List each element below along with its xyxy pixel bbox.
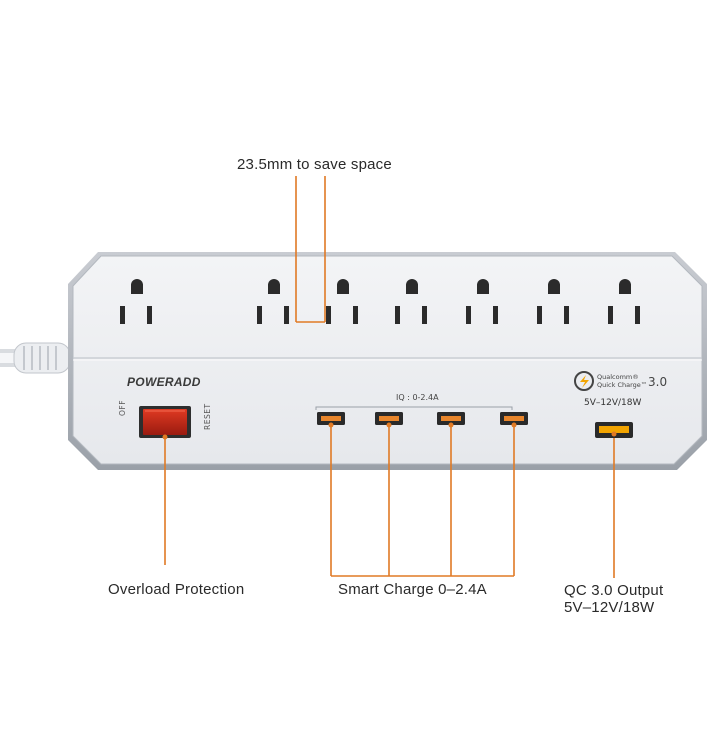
usb-port <box>437 412 465 425</box>
qc-usb-port <box>595 422 633 438</box>
ac-outlet <box>395 279 427 324</box>
qc-version-label: 3.0 <box>648 375 668 389</box>
power-cord <box>0 342 71 374</box>
usb-port <box>317 412 345 425</box>
power-switch <box>139 406 191 438</box>
ac-outlet <box>537 279 569 324</box>
spacing-callout-text: 23.5mm to save space <box>237 156 392 173</box>
usb-group-bracket <box>315 406 513 410</box>
brand-logo: POWERADD <box>127 375 201 389</box>
ac-outlet <box>608 279 640 324</box>
qc-brand-label: Qualcomm® Quick Charge™ <box>597 373 648 389</box>
usb-port <box>375 412 403 425</box>
qc-output-spec: 5V–12V/18W <box>564 599 655 616</box>
ac-outlet <box>120 279 152 324</box>
callout-lines <box>164 425 615 578</box>
smart-charge-label: Smart Charge 0–2.4A <box>338 581 487 598</box>
usb-port <box>500 412 528 425</box>
quick-charge-logo-icon <box>574 371 594 391</box>
ac-outlet <box>257 279 289 324</box>
callout-dots <box>162 422 617 440</box>
switch-reset-label: RESET <box>203 403 212 430</box>
ac-outlet <box>466 279 498 324</box>
qc-spec-label: 5V–12V/18W <box>584 398 642 408</box>
overload-protection-label: Overload Protection <box>108 581 245 598</box>
qc-output-label: QC 3.0 Output <box>564 582 664 599</box>
spacing-callout-lines <box>295 176 326 323</box>
switch-off-label: OFF <box>118 399 127 416</box>
power-strip-body <box>68 252 707 470</box>
ac-outlet <box>326 279 358 324</box>
usb-group-label: IQ : 0-2.4A <box>396 393 439 402</box>
